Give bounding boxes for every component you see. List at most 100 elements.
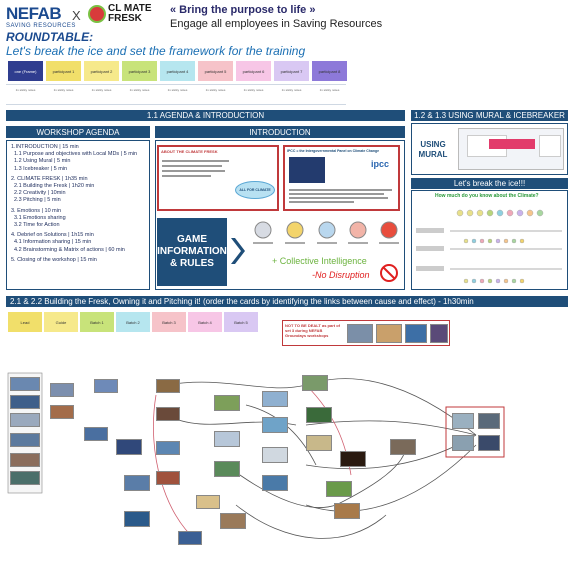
participant-card[interactable]: participant 4 xyxy=(160,61,195,81)
agenda-line: 1.1 Purpose and objectives with Local MD… xyxy=(14,151,138,158)
fresk-card[interactable] xyxy=(94,379,118,393)
agenda-line: 3. Emotions | 10 min xyxy=(11,207,62,214)
team-card[interactable]: Batch 5 xyxy=(224,312,258,332)
warning-text: NOT TO BE DEALT as part of set 3 during … xyxy=(285,323,340,338)
fresk-card[interactable] xyxy=(124,511,150,527)
participant-card[interactable]: participant 8 xyxy=(312,61,347,81)
team-card[interactable]: Guide xyxy=(44,312,78,332)
no-disruption-text: -No Disruption xyxy=(312,270,370,280)
fresk-card[interactable] xyxy=(10,395,40,409)
fresk-card[interactable] xyxy=(10,471,40,485)
participant-card[interactable]: participant 2 xyxy=(84,61,119,81)
climate-fresk-line2: FRESK xyxy=(108,13,142,24)
fresk-card[interactable] xyxy=(334,503,360,519)
fresk-card[interactable] xyxy=(390,439,416,455)
fresk-card[interactable] xyxy=(220,513,246,529)
agenda-line: 3.2 Time for Action xyxy=(14,222,60,229)
fresk-canvas[interactable] xyxy=(6,355,568,560)
fresk-card[interactable] xyxy=(262,447,288,463)
card-thumbnail[interactable] xyxy=(347,324,373,343)
fresk-card[interactable] xyxy=(156,379,180,393)
agenda-line: 4.2 Brainstorming & Matrix of actions | … xyxy=(14,246,125,253)
fresk-card[interactable] xyxy=(156,441,180,455)
about-fresk-title: ABOUT THE CLIMATE FRESK xyxy=(161,149,218,154)
no-phone-icon xyxy=(380,264,398,282)
agenda-line: 1.3 Icebreaker | 5 min xyxy=(14,165,68,172)
participant-note: 1x sticky notes xyxy=(281,88,302,92)
logo-separator: X xyxy=(72,8,81,23)
fresk-card[interactable] xyxy=(10,377,40,391)
ipcc-card[interactable]: IPCC = the Intergovernmental Panel on Cl… xyxy=(283,145,400,211)
card-thumbnail[interactable] xyxy=(376,324,402,343)
fresk-card[interactable] xyxy=(214,395,240,411)
warning-box: NOT TO BE DEALT as part of set 3 during … xyxy=(282,320,450,346)
fresk-card[interactable] xyxy=(10,453,40,467)
fresk-card[interactable] xyxy=(452,435,474,451)
participant-note: 1x sticky notes xyxy=(129,88,150,92)
game-info-line1: GAME xyxy=(177,234,207,245)
participant-note: 1x sticky notes xyxy=(15,88,36,92)
ipcc-title: IPCC = the Intergovernmental Panel on Cl… xyxy=(287,149,380,153)
participant-note: 1x sticky notes xyxy=(319,88,340,92)
climate-fresk-logo-icon xyxy=(88,5,106,23)
introduction-header: INTRODUCTION xyxy=(155,126,405,138)
agenda-line: 5. Closing of the workshop | 15 min xyxy=(11,256,97,263)
page-subtitle: Let's break the ice and set the framewor… xyxy=(6,44,306,58)
game-rules-icons xyxy=(253,221,399,244)
agenda-line: 2.1 Building the Fresk | 1h20 min xyxy=(14,183,95,190)
participant-card-frame[interactable]: one (Frame) xyxy=(8,61,43,81)
team-card[interactable]: Batch 1 xyxy=(80,312,114,332)
participant-note: 1x sticky notes xyxy=(205,88,226,92)
participant-card[interactable]: participant 7 xyxy=(274,61,309,81)
fresk-card[interactable] xyxy=(214,461,240,477)
fresk-card[interactable] xyxy=(326,481,352,497)
fresk-card[interactable] xyxy=(302,375,328,391)
ipcc-report-image xyxy=(289,157,325,183)
roundtable-title: ROUNDTABLE: xyxy=(6,30,94,44)
section-bar-fresk: 2.1 & 2.2 Building the Fresk, Owning it … xyxy=(6,296,568,307)
fresk-card[interactable] xyxy=(306,435,332,451)
ipcc-text-lines xyxy=(289,187,397,209)
fresk-card[interactable] xyxy=(116,439,142,455)
fresk-card[interactable] xyxy=(340,451,366,467)
team-card[interactable]: Lead xyxy=(8,312,42,332)
participant-note: 1x sticky notes xyxy=(53,88,74,92)
fresk-card[interactable] xyxy=(262,391,288,407)
climate-fresk-line1: CL MATE xyxy=(108,3,152,14)
team-card[interactable]: Batch 2 xyxy=(116,312,150,332)
fresk-card[interactable] xyxy=(478,413,500,429)
team-card[interactable]: Batch 4 xyxy=(188,312,222,332)
agenda-line: 4. Debrief on Solutions | 1h15 min xyxy=(11,232,94,239)
fresk-card[interactable] xyxy=(214,431,240,447)
collective-intelligence-text: + Collective Intelligence xyxy=(272,256,367,266)
fresk-card[interactable] xyxy=(10,433,40,447)
card-thumbnail[interactable] xyxy=(430,324,448,343)
fresk-card[interactable] xyxy=(156,407,180,421)
fresk-card[interactable] xyxy=(262,417,288,433)
participant-note: 1x sticky notes xyxy=(167,88,188,92)
mural-screenshot[interactable] xyxy=(458,128,564,170)
agenda-line: 2. CLIMATE FRESK | 1h35 min xyxy=(11,175,88,182)
fresk-card[interactable] xyxy=(452,413,474,429)
fresk-card[interactable] xyxy=(84,427,108,441)
section-bar-agenda-intro: 1.1 AGENDA & INTRODUCTION xyxy=(6,110,405,121)
fresk-card[interactable] xyxy=(478,435,500,451)
participant-card[interactable]: participant 6 xyxy=(236,61,271,81)
agenda-line: 2.3 Pitching | 5 min xyxy=(14,197,61,204)
participant-card[interactable]: participant 3 xyxy=(122,61,157,81)
fresk-card[interactable] xyxy=(156,471,180,485)
fresk-card[interactable] xyxy=(178,531,202,545)
fresk-card[interactable] xyxy=(262,475,288,491)
about-fresk-card[interactable]: ABOUT THE CLIMATE FRESK ALL FOR CLIMATE xyxy=(157,145,279,211)
fresk-card[interactable] xyxy=(196,495,220,509)
participant-card[interactable]: participant 1 xyxy=(46,61,81,81)
fresk-card[interactable] xyxy=(306,407,332,423)
fresk-card[interactable] xyxy=(10,413,40,427)
fresk-card[interactable] xyxy=(124,475,150,491)
participant-card[interactable]: participant 5 xyxy=(198,61,233,81)
fresk-card[interactable] xyxy=(50,383,74,397)
card-thumbnail[interactable] xyxy=(405,324,427,343)
team-card[interactable]: Batch 3 xyxy=(152,312,186,332)
fresk-card[interactable] xyxy=(50,405,74,419)
